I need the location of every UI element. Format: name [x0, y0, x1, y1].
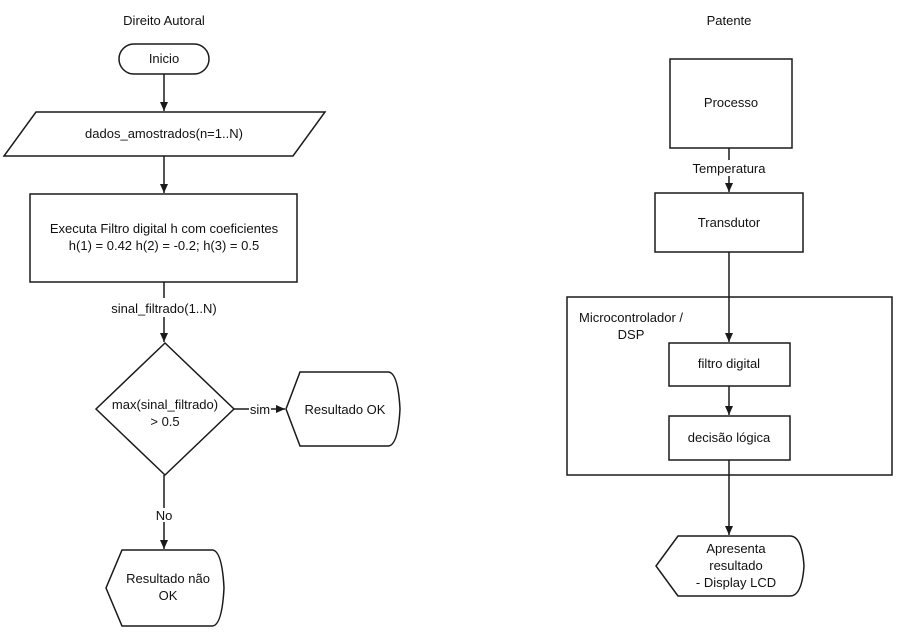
input-parallelogram [2, 111, 327, 157]
display-label: Apresenta resultado - Display LCD [695, 541, 777, 590]
display-shape [655, 535, 805, 597]
temperature-label: Temperatura [692, 161, 766, 176]
digital-filter-label: filtro digital [697, 356, 761, 371]
transducer-label: Transdutor [697, 215, 761, 230]
right-title: Patente [706, 13, 752, 28]
result-not-ok-display [105, 549, 225, 627]
left-title: Direito Autoral [123, 13, 205, 28]
digital-filter-box [668, 342, 791, 387]
process-label-line1: Executa Filtro digital h com coeficiente… [49, 221, 279, 236]
result-ok-display [285, 371, 401, 447]
no-label: No [155, 508, 173, 523]
process-node-label: Processo [703, 95, 759, 110]
result-ok-label: Resultado OK [304, 402, 386, 417]
yes-label: sim [249, 402, 271, 417]
result-not-ok-label: Resultado não OK [126, 571, 210, 603]
start-label: Inicio [148, 51, 180, 66]
input-label: dados_amostrados(n=1..N) [85, 126, 243, 141]
logic-decision-label: decisão lógica [687, 430, 771, 445]
decision-diamond [94, 341, 236, 477]
decision-label-line1: max(sinal_filtrado) [111, 397, 219, 412]
microcontroller-group-label: Microcontrolador / DSP [579, 310, 684, 342]
process-node [669, 58, 793, 149]
signal-label: sinal_filtrado(1..N) [111, 301, 217, 316]
process-box [29, 193, 298, 283]
decision-label-line2: > 0.5 [150, 414, 180, 429]
transducer-box [654, 192, 804, 253]
process-label-line2: h(1) = 0.42 h(2) = -0.2; h(3) = 0.5 [68, 238, 260, 253]
